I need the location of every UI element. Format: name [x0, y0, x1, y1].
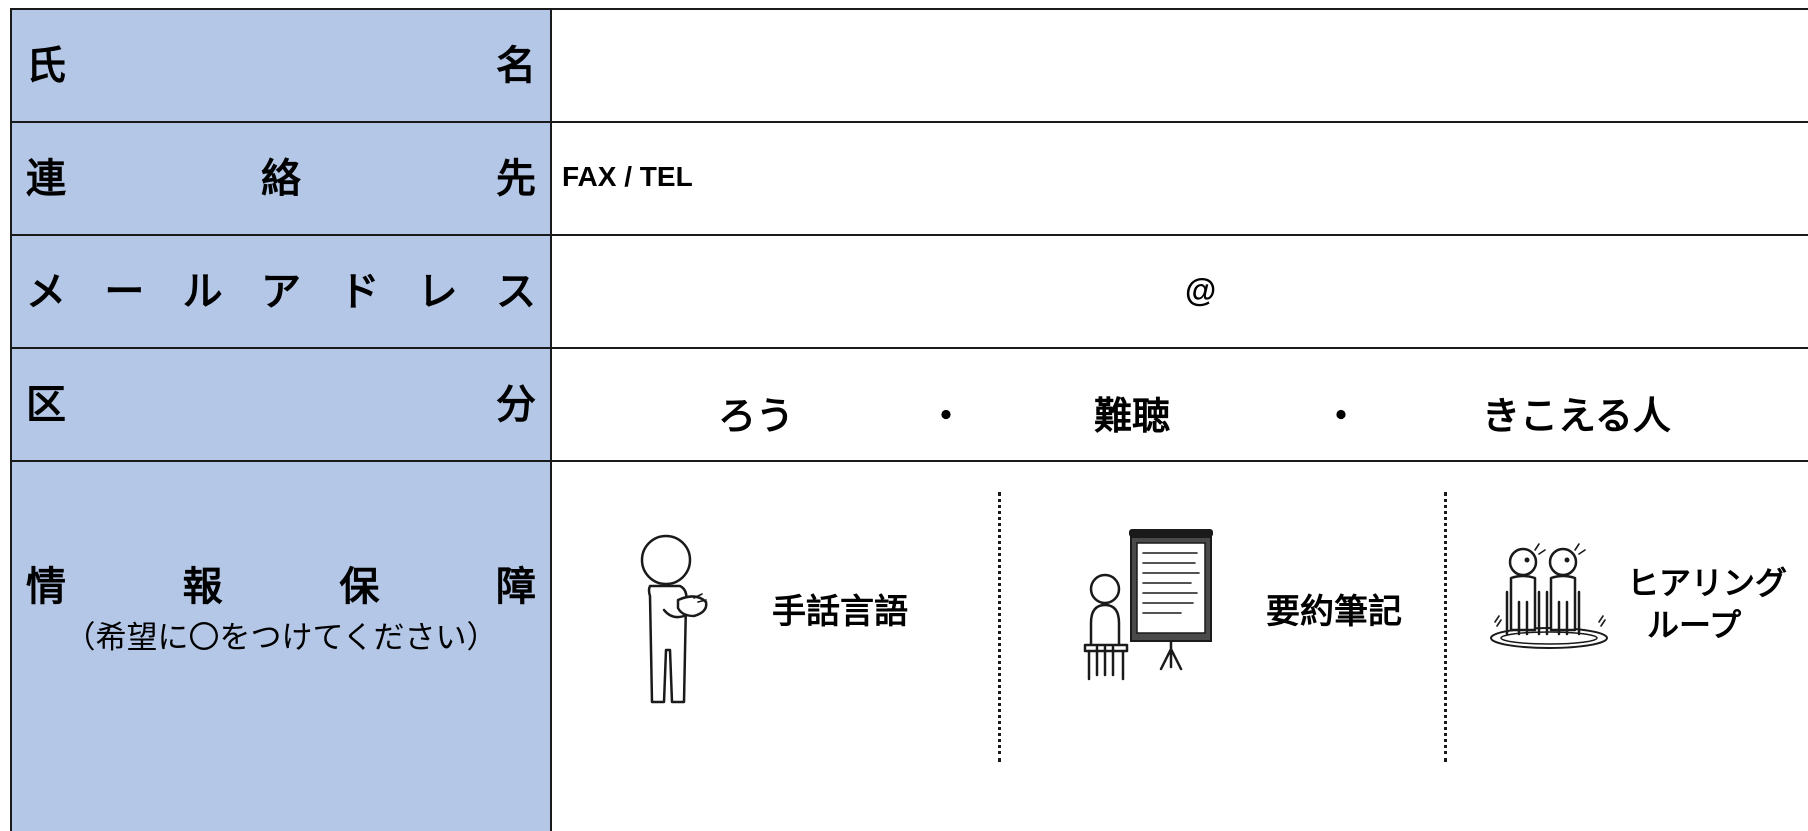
email-field[interactable]: @	[552, 236, 1808, 347]
info-support-label: 情 報 保 障 （希望に〇をつけてください）	[10, 462, 552, 831]
email-label-char: ー	[104, 268, 145, 315]
info-label-char: 情	[26, 564, 66, 610]
option-summary-writing[interactable]: 要約筆記	[1001, 462, 1444, 762]
option-divider	[998, 492, 1001, 762]
info-support-options: 手話言語 要約筆記	[552, 462, 1808, 831]
name-row: 氏 名	[10, 8, 1808, 121]
category-label-char: 分	[496, 381, 536, 428]
name-field[interactable]	[552, 10, 1808, 121]
option-hearing-person[interactable]: きこえる人	[1482, 394, 1671, 438]
info-label-char: 障	[495, 564, 536, 610]
email-label-char: レ	[417, 268, 458, 315]
email-label: メ ー ル ア ド レ ス	[10, 236, 552, 347]
hearing-loop-people-icon	[1490, 543, 1608, 649]
option-divider	[1444, 492, 1447, 762]
option-deaf[interactable]: ろう	[718, 394, 795, 438]
contact-label-char: 連	[26, 155, 66, 202]
email-row: メ ー ル ア ド レ ス @	[10, 234, 1808, 347]
option-separator: ・	[1322, 394, 1361, 438]
name-label-char: 氏	[26, 42, 66, 89]
summary-writing-screen-icon	[1083, 529, 1213, 681]
category-label: 区 分	[10, 349, 552, 460]
hearing-loop-label-line1: ヒアリング	[1627, 564, 1788, 602]
email-label-char: ル	[182, 268, 223, 315]
sign-language-label: 手話言語	[772, 592, 908, 632]
application-form: 氏 名 連 絡 先 FAX / TEL メ ー ル ア	[10, 8, 1808, 831]
category-row: 区 分 ろう ・ 難聴 ・ きこえる人	[10, 347, 1808, 460]
option-sign-language[interactable]: 手話言語	[552, 462, 998, 762]
fax-tel-label: FAX / TEL	[562, 161, 693, 192]
category-label-char: 区	[26, 381, 66, 428]
info-support-note: （希望に〇をつけてください）	[64, 620, 498, 656]
contact-label-char: 絡	[261, 155, 301, 202]
info-support-row: 情 報 保 障 （希望に〇をつけてください） 手話言語	[10, 460, 1808, 831]
info-label-char: 保	[339, 564, 380, 610]
email-at-sign: @	[1185, 272, 1217, 308]
contact-label: 連 絡 先	[10, 123, 552, 234]
option-separator: ・	[927, 394, 966, 438]
summary-writing-label: 要約筆記	[1266, 592, 1402, 632]
category-options: ろう ・ 難聴 ・ きこえる人	[552, 349, 1808, 460]
contact-label-char: 先	[496, 155, 536, 202]
email-label-char: メ	[26, 268, 66, 315]
hearing-loop-label-line2: ループ	[1647, 606, 1742, 644]
contact-field[interactable]: FAX / TEL	[552, 123, 1808, 234]
name-label-char: 名	[496, 42, 536, 89]
email-label-char: ア	[260, 268, 301, 315]
option-hearing-loop[interactable]: ヒアリング ループ	[1447, 462, 1808, 762]
contact-row: 連 絡 先 FAX / TEL	[10, 121, 1808, 234]
option-hard-of-hearing[interactable]: 難聴	[1094, 394, 1171, 438]
info-label-char: 報	[182, 564, 223, 610]
email-label-char: ス	[495, 268, 536, 315]
email-label-char: ド	[339, 268, 380, 315]
name-label: 氏 名	[10, 10, 552, 121]
sign-language-person-icon	[640, 534, 708, 704]
